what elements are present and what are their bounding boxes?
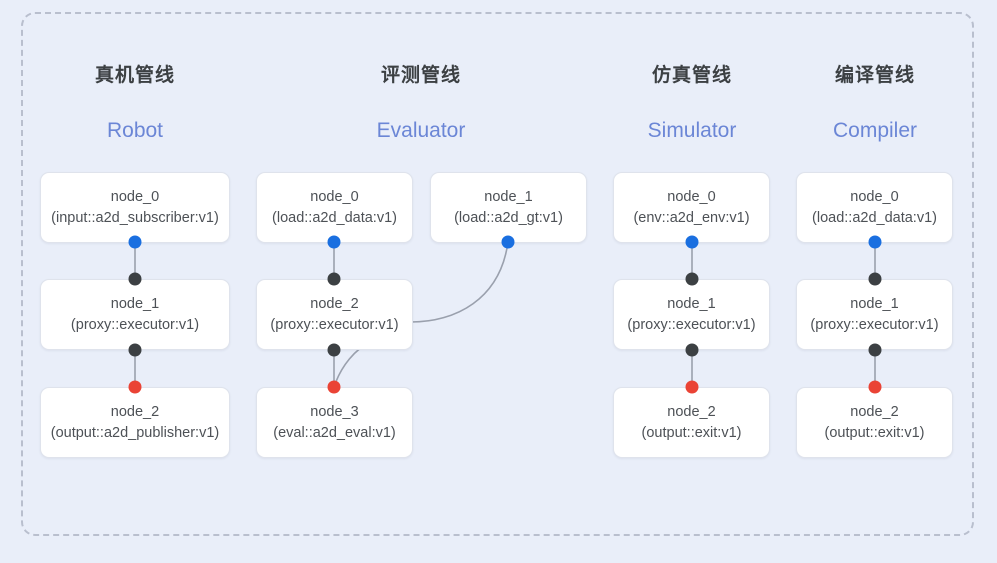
port-input-evaluator-1[interactable] [501,235,515,249]
node-simulator-1[interactable]: node_1 (proxy::executor:v1) [613,279,770,350]
port-input-simulator-0[interactable] [685,235,699,249]
port-input-robot-0[interactable] [128,235,142,249]
node-id: node_0 [667,188,716,205]
node-signature: (input::a2d_subscriber:v1) [51,209,219,226]
node-robot-2[interactable]: node_2 (output::a2d_publisher:v1) [40,387,230,458]
port-out-simulator-1[interactable] [685,343,699,357]
port-input-evaluator-0[interactable] [327,235,341,249]
port-out-evaluator-2[interactable] [327,343,341,357]
port-in-simulator-1[interactable] [685,272,699,286]
node-id: node_3 [310,403,359,420]
node-id: node_1 [484,188,533,205]
node-id: node_1 [110,295,160,312]
node-id: node_2 [310,295,359,312]
node-evaluator-0[interactable]: node_0 (load::a2d_data:v1) [256,172,413,243]
node-compiler-0[interactable]: node_0 (load::a2d_data:v1) [796,172,953,243]
node-id: node_2 [110,403,160,420]
column-header-compiler: 编译管线 Compiler [780,63,970,145]
port-input-compiler-0[interactable] [868,235,882,249]
node-signature: (output::exit:v1) [641,424,742,441]
node-robot-1[interactable]: node_1 (proxy::executor:v1) [40,279,230,350]
port-out-compiler-1[interactable] [868,343,882,357]
column-header-evaluator: 评测管线 Evaluator [326,63,516,145]
node-signature: (proxy::executor:v1) [270,316,399,333]
node-simulator-2[interactable]: node_2 (output::exit:v1) [613,387,770,458]
port-in-evaluator-2[interactable] [327,272,341,286]
node-evaluator-1[interactable]: node_1 (load::a2d_gt:v1) [430,172,587,243]
port-output-compiler-2[interactable] [868,380,882,394]
node-simulator-0[interactable]: node_0 (env::a2d_env:v1) [613,172,770,243]
port-out-robot-1[interactable] [128,343,142,357]
node-evaluator-2[interactable]: node_2 (proxy::executor:v1) [256,279,413,350]
node-signature: (load::a2d_gt:v1) [454,209,563,226]
node-signature: (output::exit:v1) [824,424,925,441]
node-evaluator-3[interactable]: node_3 (eval::a2d_eval:v1) [256,387,413,458]
column-cn-label-evaluator: 评测管线 [380,65,461,86]
node-signature: (eval::a2d_eval:v1) [273,424,396,441]
node-signature: (load::a2d_data:v1) [272,209,397,226]
port-output-robot-2[interactable] [128,380,142,394]
node-signature: (proxy::executor:v1) [70,316,200,333]
node-signature: (output::a2d_publisher:v1) [50,424,220,441]
node-id: node_0 [110,188,160,205]
column-header-robot: 真机管线 Robot [40,63,230,145]
node-id: node_0 [310,188,359,205]
node-signature: (env::a2d_env:v1) [633,209,750,226]
column-cn-label-compiler: 编译管线 [834,65,915,86]
column-en-label-simulator: Simulator [647,119,737,142]
node-signature: (proxy::executor:v1) [627,316,756,333]
column-cn-label-simulator: 仿真管线 [651,65,732,86]
node-robot-0[interactable]: node_0 (input::a2d_subscriber:v1) [40,172,230,243]
port-in-robot-1[interactable] [128,272,142,286]
node-id: node_0 [850,188,899,205]
node-id: node_1 [667,295,716,312]
port-in-compiler-1[interactable] [868,272,882,286]
column-cn-label-robot: 真机管线 [94,65,175,86]
node-id: node_2 [667,403,716,420]
node-signature: (proxy::executor:v1) [810,316,939,333]
node-compiler-2[interactable]: node_2 (output::exit:v1) [796,387,953,458]
column-header-simulator: 仿真管线 Simulator [597,63,787,145]
column-en-label-robot: Robot [106,119,164,142]
port-output-simulator-2[interactable] [685,380,699,394]
column-en-label-compiler: Compiler [832,119,918,142]
node-id: node_1 [850,295,899,312]
column-en-label-evaluator: Evaluator [376,119,466,142]
node-signature: (load::a2d_data:v1) [812,209,937,226]
node-compiler-1[interactable]: node_1 (proxy::executor:v1) [796,279,953,350]
node-id: node_2 [850,403,899,420]
port-output-evaluator-3[interactable] [327,380,341,394]
